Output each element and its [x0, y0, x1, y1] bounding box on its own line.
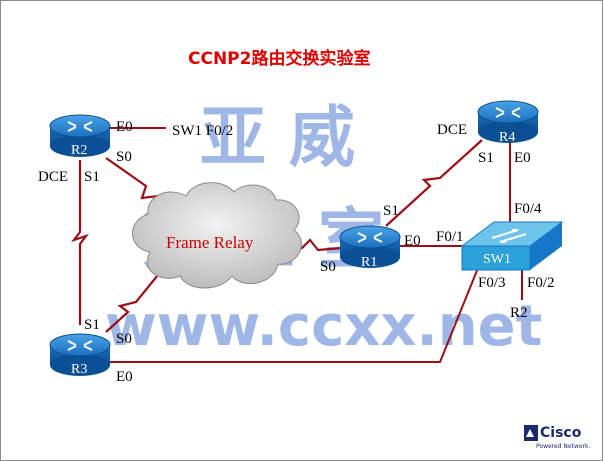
label-sw1-f01: F0/1 [436, 229, 464, 245]
label-r3-e0: E0 [116, 369, 133, 385]
label-r4-s1: S1 [478, 150, 494, 166]
router-r2-label: R2 [71, 143, 87, 158]
router-r4[interactable]: R4 [477, 100, 539, 145]
link-r2-r3-serial [71, 160, 89, 325]
watermark-line1: 亚 威 [200, 99, 355, 176]
router-arrows-icon [67, 121, 93, 132]
router-arrows-icon [357, 232, 383, 243]
label-r1-s0: S0 [320, 259, 336, 275]
label-sw1-f03: F0/3 [478, 275, 506, 291]
router-r1-label: R1 [361, 255, 377, 270]
link-r3-frame-relay [105, 269, 163, 333]
label-r2-below-switch: R2 [510, 305, 528, 321]
diagram-title: CCNP2路由交换实验室 [188, 48, 370, 69]
label-r2-s0: S0 [116, 149, 132, 165]
frame-relay-cloud: Frame Relay [132, 182, 302, 289]
link-sw1-r3 [108, 267, 479, 363]
router-r2[interactable]: R2 [49, 114, 111, 158]
label-r2-sw1-f02: SW1 F0/2 [172, 123, 233, 139]
switch-sw1[interactable]: SW1 [460, 221, 564, 271]
link-r1-r4-serial [385, 139, 483, 227]
label-sw1-f04: F0/4 [514, 201, 542, 217]
router-r3-label: R3 [71, 362, 87, 377]
router-arrows-icon [67, 340, 93, 351]
label-r1-e0: E0 [404, 233, 421, 249]
label-r4-e0: E0 [514, 150, 531, 166]
label-r4-dce: DCE [437, 122, 467, 138]
router-r3[interactable]: R3 [49, 333, 111, 377]
label-r3-s1: S1 [84, 317, 100, 333]
label-r1-s1: S1 [383, 203, 399, 219]
cisco-tagline: Powered Network. [536, 443, 590, 450]
router-r4-label: R4 [499, 130, 515, 145]
switch-arrows-icon [491, 229, 527, 243]
router-arrows-icon [495, 107, 521, 118]
label-sw1-f02: F0/2 [527, 275, 555, 291]
cisco-brand: Cisco [540, 425, 582, 441]
cisco-logo: Cisco Powered Network. [524, 425, 590, 450]
label-r3-s0: S0 [116, 331, 132, 347]
label-r2-s1: S1 [84, 169, 100, 185]
frame-relay-label: Frame Relay [166, 233, 254, 252]
watermark-url: www.ccxx.net [105, 294, 542, 359]
switch-sw1-label: SW1 [483, 252, 511, 267]
router-r1[interactable]: R1 [339, 225, 401, 270]
label-r2-e0: E0 [116, 119, 133, 135]
label-r2-dce: DCE [38, 169, 68, 185]
